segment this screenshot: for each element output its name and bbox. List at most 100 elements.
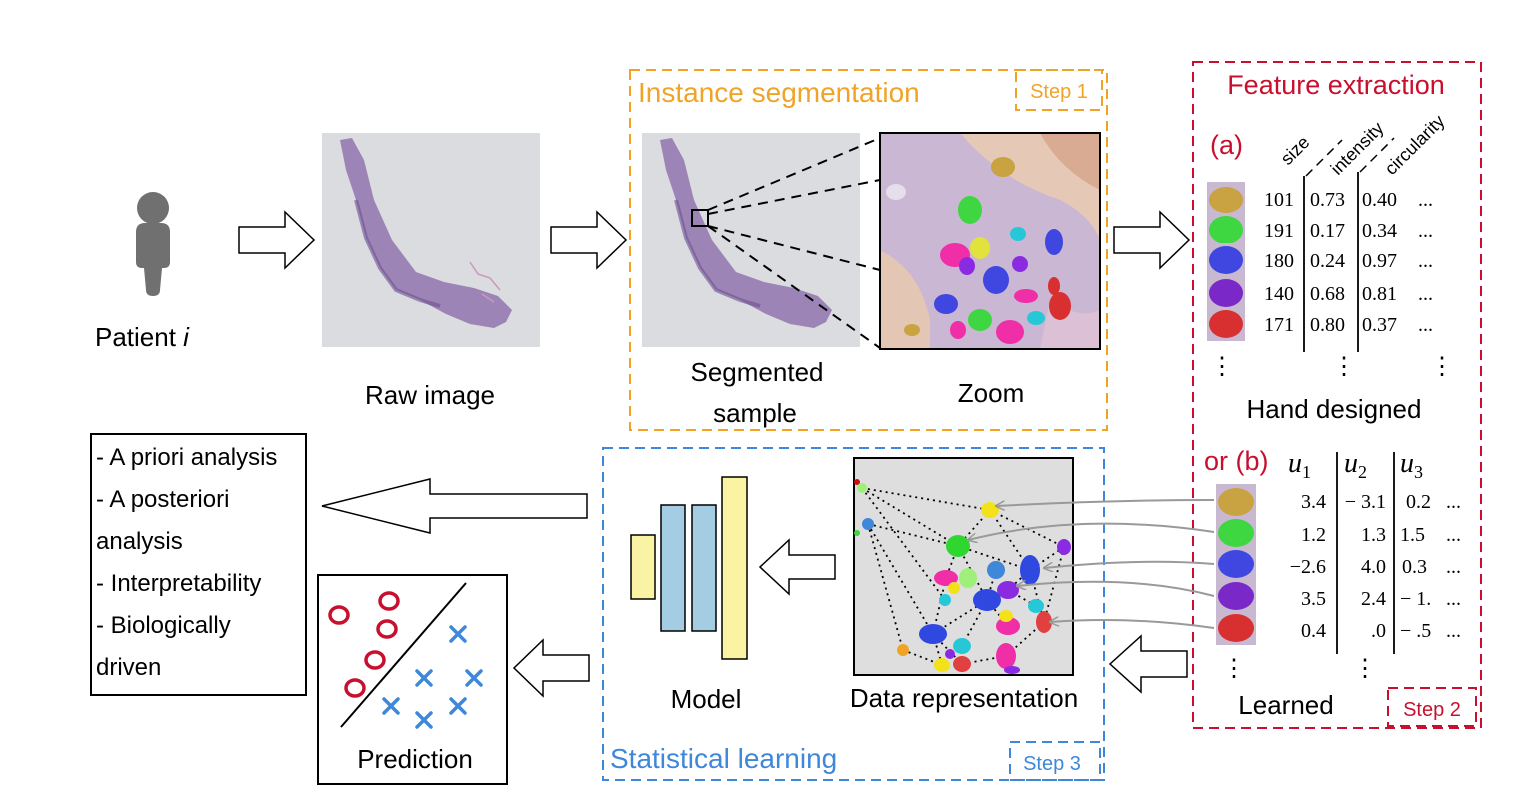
table-a-cell: 0.81 [1362, 283, 1397, 305]
arrow-to-data-representation [1108, 634, 1188, 694]
table-b-cell: 3.4 [1301, 491, 1326, 513]
step3-tag: Step 3 [1023, 753, 1081, 775]
table-a-cell: ... [1418, 250, 1433, 272]
arrow-to-feature-extraction [1113, 210, 1191, 270]
table-b-cell: ... [1446, 556, 1461, 578]
vdots: ⋮ [1210, 354, 1234, 380]
analysis-item: analysis [96, 528, 183, 555]
header-intensity: intensity [1327, 118, 1388, 179]
step2-box [1192, 61, 1482, 729]
arrow-to-prediction [512, 638, 590, 698]
analysis-box [90, 433, 307, 696]
option-a-label: (a) [1210, 130, 1243, 160]
step1-tag: Step 1 [1030, 81, 1088, 103]
table-b-cell: 2.4 [1361, 588, 1386, 610]
step2-tag-box [1387, 687, 1477, 727]
model-network [630, 476, 748, 660]
analysis-item: driven [96, 654, 161, 681]
table-a-cell: ... [1418, 314, 1433, 336]
analysis-list: - A priori analysis - A posteriori analy… [96, 444, 277, 681]
analysis-item: - Interpretability [96, 570, 261, 597]
table-b-cell: 1.5 [1400, 524, 1425, 546]
table-a-cell: ... [1418, 189, 1433, 211]
step2-title: Feature extraction [1227, 70, 1445, 100]
model-label: Model [671, 684, 742, 714]
table-b-cell: − 3.1 [1345, 491, 1386, 513]
table-b-cell: ... [1446, 491, 1461, 513]
step2-tag: Step 2 [1403, 699, 1461, 721]
table-b: 3.4 − 3.1 0.2 ... 1.2 1.3 1.5 ... −2.6 4… [1290, 491, 1461, 642]
table-a-cell: 140 [1264, 283, 1294, 305]
arrow-raw-to-segmented [550, 210, 628, 270]
learned-label: Learned [1238, 690, 1333, 720]
vdots: ⋮ [1430, 354, 1454, 380]
table-a-cell: ... [1418, 283, 1433, 305]
table-b-vdots: ⋮ ⋮ [1222, 656, 1377, 682]
table-b-cell: 0.3 [1402, 556, 1427, 578]
arrow-patient-to-raw [238, 210, 316, 270]
svg-text:u3: u3 [1400, 448, 1423, 482]
table-b-cell: 4.0 [1361, 556, 1386, 578]
zoom-label: Zoom [958, 378, 1024, 408]
analysis-item: - A priori analysis [96, 444, 277, 471]
table-a-cell: 0.40 [1362, 189, 1397, 211]
step1-tag-box [1015, 69, 1103, 111]
segmented-label-line2: sample [713, 398, 797, 428]
table-a-cell: ... [1418, 220, 1433, 242]
table-b-headers: u1 u2 u3 [1288, 448, 1423, 482]
table-a-cell: 0.97 [1362, 250, 1397, 272]
table-b-cell: 0.4 [1301, 620, 1326, 642]
vdots: ⋮ [1353, 656, 1377, 682]
table-a-cell: 171 [1264, 314, 1294, 336]
table-a-separators [1303, 172, 1359, 352]
table-a-cell: 101 [1264, 189, 1294, 211]
analysis-item: - Biologically [96, 612, 231, 639]
prediction-plot [317, 574, 508, 785]
option-b-label: or (b) [1204, 446, 1269, 476]
step1-box [629, 69, 1108, 431]
table-a-cell: 0.80 [1310, 314, 1345, 336]
table-b-cell: ... [1446, 620, 1461, 642]
person-icon [136, 192, 170, 296]
table-b-cell: −2.6 [1290, 556, 1326, 578]
raw-image-label: Raw image [365, 380, 495, 410]
zoom-image [879, 132, 1101, 350]
table-b-cell: .0 [1371, 620, 1386, 642]
segmented-label-line1: Segmented [691, 357, 824, 387]
table-a-cell: 0.34 [1362, 220, 1397, 242]
table-b-cell: ... [1446, 524, 1461, 546]
table-a-cell: 0.37 [1362, 314, 1397, 336]
zoom-lines [707, 137, 881, 349]
table-b-cell: − .5 [1400, 620, 1431, 642]
header-size: size [1277, 132, 1314, 169]
vdots: ⋮ [1332, 354, 1356, 380]
data-representation-label: Data representation [850, 683, 1078, 713]
header-circularity: circularity [1381, 111, 1449, 179]
hand-designed-label: Hand designed [1247, 394, 1422, 424]
step3-title: Statistical learning [610, 743, 837, 774]
cell-thumbnails-a [1207, 182, 1245, 341]
table-a-cell: 180 [1264, 250, 1294, 272]
table-b-cell: 0.2 [1406, 491, 1431, 513]
table-b-separators [1336, 452, 1395, 654]
prediction-label: Prediction [357, 744, 473, 774]
svg-text:u1: u1 [1288, 448, 1311, 482]
table-b-cell: 1.3 [1361, 524, 1386, 546]
vdots: ⋮ [1222, 656, 1246, 682]
table-b-cell: ... [1446, 588, 1461, 610]
table-a-cell: 0.73 [1310, 189, 1345, 211]
table-a-cell: 191 [1264, 220, 1294, 242]
segmented-sample-image [642, 133, 860, 347]
table-a: 101 0.73 0.40 ... 191 0.17 0.34 ... 180 … [1264, 189, 1433, 336]
patient-label: Patient i [95, 322, 190, 352]
table-b-cell: 3.5 [1301, 588, 1326, 610]
table-b-cell: 1.2 [1301, 524, 1326, 546]
data-representation-graph [853, 457, 1074, 676]
table-a-cell: 0.17 [1310, 220, 1345, 242]
table-b-cell: − 1. [1400, 588, 1431, 610]
analysis-item: - A posteriori [96, 486, 229, 513]
arrow-to-analysis [321, 478, 588, 534]
header-diagonal-lines [1305, 137, 1395, 177]
arrow-to-model [758, 538, 836, 596]
